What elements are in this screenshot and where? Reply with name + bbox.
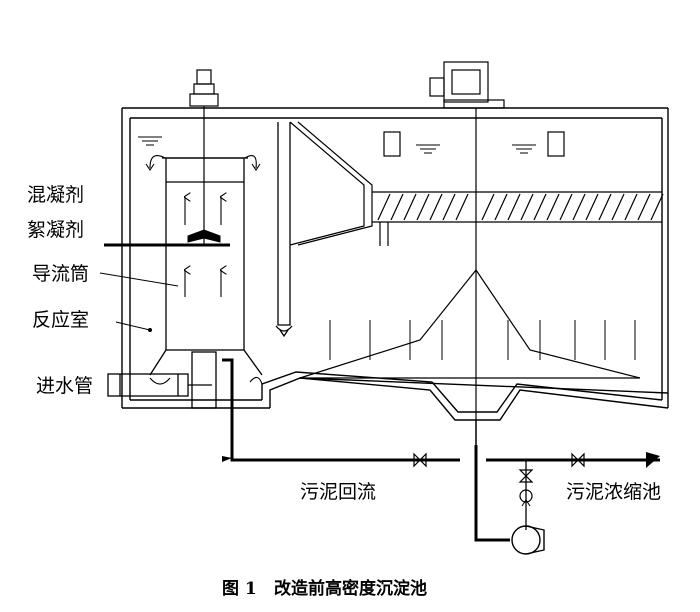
hatch-line (416, 193, 430, 221)
label-draft-tube: 导流筒 (32, 263, 89, 285)
sludge-piping (222, 358, 660, 542)
hatch-line (403, 193, 417, 221)
scraper-drive (429, 61, 505, 350)
label-inlet-pipe: 进水管 (36, 375, 93, 397)
label-sludge-return: 污泥回流 (300, 481, 376, 503)
flow-arrowheads (222, 452, 660, 468)
baffle-wall (275, 122, 293, 338)
impeller (187, 229, 221, 243)
hatch-line (585, 193, 599, 221)
mixer-motor (189, 69, 219, 245)
flow-arrows-up (185, 197, 221, 297)
hatch-line (507, 193, 521, 221)
label-sludge-thickening: 污泥浓缩池 (566, 481, 661, 503)
hatch-line (546, 193, 560, 221)
label-reaction-chamber: 反应室 (32, 309, 89, 331)
hatch-line (598, 193, 612, 221)
hatch-line (455, 193, 469, 221)
hatch-line (429, 193, 443, 221)
hatch-line (624, 193, 638, 221)
hatch-line (572, 193, 586, 221)
hatch-line (494, 193, 508, 221)
label-flocculant: 絮凝剂 (27, 219, 84, 241)
draft-tube (149, 157, 263, 376)
hatch-line (442, 193, 456, 221)
return-riser (191, 351, 217, 409)
pump-icon (511, 525, 545, 555)
lamella-hatch (377, 193, 664, 221)
hatch-line (559, 193, 573, 221)
hatch-line (481, 193, 495, 221)
water-level-markers (138, 136, 536, 154)
sludge-hopper (299, 269, 641, 420)
overflow-arrows (145, 155, 263, 385)
reaction-chamber-dot (148, 328, 152, 332)
settling-zone (289, 121, 662, 246)
caption-title: 改造前高密度沉淀池 (274, 578, 427, 599)
hatch-line (533, 193, 547, 221)
hatch-line (520, 193, 534, 221)
picket-lines (329, 320, 636, 360)
pump-arrow (521, 499, 531, 516)
caption-number: 图 1 (222, 579, 257, 599)
hatch-line (390, 193, 404, 221)
hatch-line (377, 193, 391, 221)
hatch-line (637, 193, 651, 221)
tank-outline (121, 107, 669, 421)
inlet-pipe (107, 373, 212, 397)
hatch-line (650, 193, 664, 221)
leader-lines (99, 272, 179, 331)
label-coagulant: 混凝剂 (27, 184, 84, 206)
hatch-line (611, 193, 625, 221)
